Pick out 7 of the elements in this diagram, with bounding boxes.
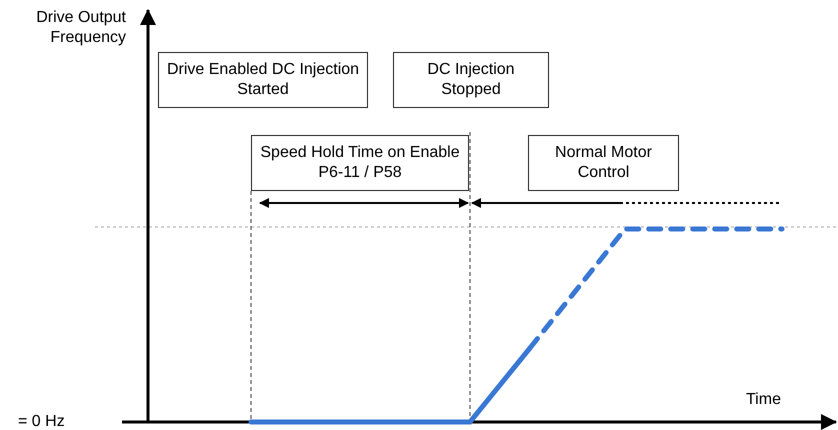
- axis-label: = 0 Hz: [18, 412, 66, 430]
- annotation-box: DC Injection Stopped: [393, 52, 549, 108]
- annotation-box: Speed Hold Time on Enable P6-11 / P58: [251, 135, 469, 191]
- axis-label: Time: [746, 390, 782, 410]
- annotation-box: Drive Enabled DC Injection Started: [158, 52, 368, 108]
- axis-label: Drive Output Frequency: [35, 8, 126, 48]
- annotation-box: Normal Motor Control: [528, 135, 679, 191]
